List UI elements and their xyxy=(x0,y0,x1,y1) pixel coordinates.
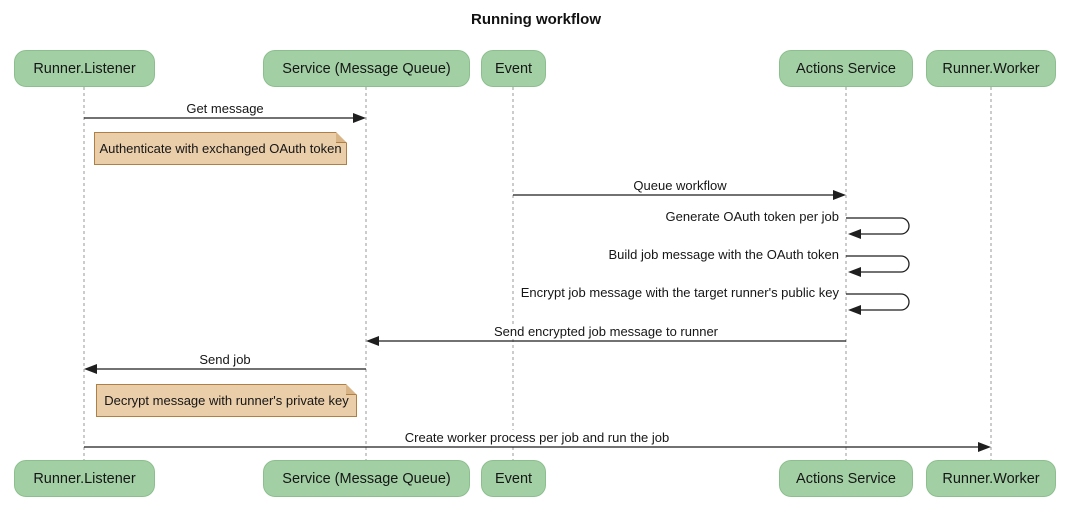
arrow-send-encrypted-head xyxy=(366,336,379,346)
note-authenticate-oauth: Authenticate with exchanged OAuth token xyxy=(94,132,347,165)
note-decrypt-private-key: Decrypt message with runner's private ke… xyxy=(96,384,357,417)
self-loop-generate-oauth-token-head xyxy=(848,229,861,239)
message-label-send-encrypted: Send encrypted job message to runner xyxy=(490,324,722,339)
message-label-build-job-message: Build job message with the OAuth token xyxy=(605,247,842,262)
self-loop-encrypt-job-message-head xyxy=(848,305,861,315)
note-fold-icon xyxy=(346,384,357,395)
self-loop-encrypt-job-message xyxy=(846,293,910,311)
self-loop-generate-oauth-token xyxy=(846,217,910,235)
self-loop-build-job-message-head xyxy=(848,267,861,277)
message-label-get-message: Get message xyxy=(183,101,267,116)
note-authenticate-oauth-text: Authenticate with exchanged OAuth token xyxy=(99,141,342,156)
participant-top-runner-worker: Runner.Worker xyxy=(926,50,1056,87)
participant-top-actions-service: Actions Service xyxy=(779,50,913,87)
participant-bottom-service-message-queue: Service (Message Queue) xyxy=(263,460,470,497)
message-label-queue-workflow: Queue workflow xyxy=(630,178,730,193)
participant-top-event: Event xyxy=(481,50,546,87)
diagram-title: Running workflow xyxy=(471,11,601,28)
arrow-queue-workflow-head xyxy=(833,190,846,200)
arrow-get-message-head xyxy=(353,113,366,123)
self-loop-build-job-message xyxy=(846,255,910,273)
participant-bottom-event: Event xyxy=(481,460,546,497)
message-label-encrypt-job-message: Encrypt job message with the target runn… xyxy=(517,285,842,300)
message-label-generate-oauth-token: Generate OAuth token per job xyxy=(662,209,842,224)
arrow-send-job-head xyxy=(84,364,97,374)
note-decrypt-private-key-text: Decrypt message with runner's private ke… xyxy=(104,393,349,408)
participant-top-service-message-queue: Service (Message Queue) xyxy=(263,50,470,87)
participant-bottom-runner-worker: Runner.Worker xyxy=(926,460,1056,497)
note-fold-icon xyxy=(336,132,347,143)
participant-top-runner-listener: Runner.Listener xyxy=(14,50,155,87)
message-label-send-job: Send job xyxy=(196,352,254,367)
participant-bottom-runner-listener: Runner.Listener xyxy=(14,460,155,497)
message-label-create-worker: Create worker process per job and run th… xyxy=(401,430,673,445)
arrow-create-worker-head xyxy=(978,442,991,452)
participant-bottom-actions-service: Actions Service xyxy=(779,460,913,497)
